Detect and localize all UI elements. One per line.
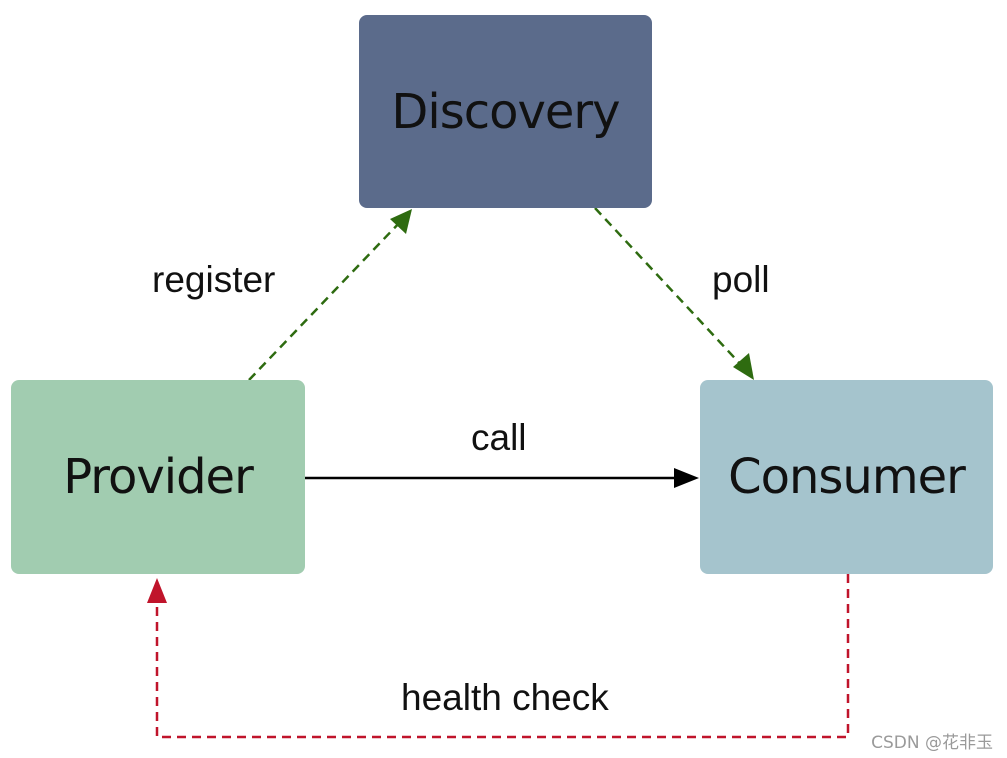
provider-node: Provider <box>11 380 305 574</box>
register-label: register <box>152 259 276 300</box>
health-check-arrowhead <box>147 578 167 603</box>
call-arrowhead <box>674 468 699 488</box>
consumer-node: Consumer <box>700 380 993 574</box>
discovery-node: Discovery <box>359 15 652 208</box>
health-check-label: health check <box>401 677 609 718</box>
discovery-label: Discovery <box>391 83 620 140</box>
register-edge <box>248 219 403 381</box>
poll-label: poll <box>712 259 770 300</box>
poll-edge <box>594 207 745 369</box>
consumer-label: Consumer <box>728 449 966 505</box>
health-check-edge <box>155 574 850 739</box>
call-label: call <box>471 417 527 458</box>
watermark: CSDN @花非玉 <box>871 733 993 753</box>
poll-arrowhead <box>733 353 754 380</box>
register-arrowhead <box>390 209 412 234</box>
provider-label: Provider <box>63 449 254 505</box>
